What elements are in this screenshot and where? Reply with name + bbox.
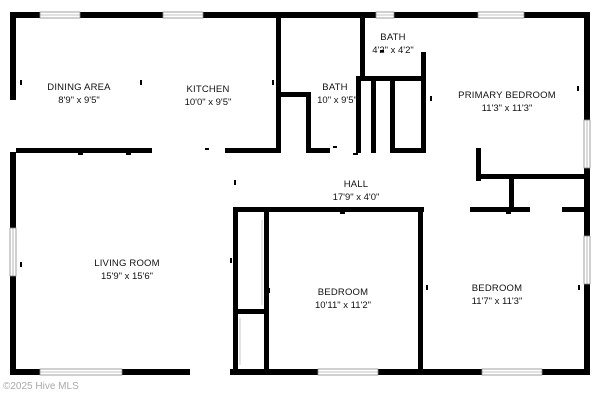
room-bath-primary-name: BATH <box>380 32 405 43</box>
exterior-wall-right <box>584 12 590 375</box>
closet-doors <box>239 220 263 365</box>
wall-primary-closet-west <box>476 148 481 181</box>
room-bath-hall-name: BATH <box>322 82 347 93</box>
room-living: LIVING ROOM 15'9" x 15'6" <box>94 258 160 282</box>
wall-living-north-right <box>225 148 281 153</box>
window-top-bath <box>375 11 395 19</box>
room-bath-hall-dims: 10" x 9'5" <box>317 95 357 106</box>
exterior-walls <box>10 12 590 375</box>
wall-closet-living-mid <box>238 309 264 314</box>
window-right-bedroom <box>583 235 591 285</box>
wall-bedrooms-divider <box>418 207 423 369</box>
room-bath-hall: BATH 10" x 9'5" <box>317 82 357 106</box>
wall-primary-west <box>421 80 426 153</box>
window-top-kitchen <box>162 11 204 19</box>
room-bedroom-center-name: BEDROOM <box>318 287 369 298</box>
room-kitchen: KITCHEN 10'0" x 9'5" <box>185 84 232 108</box>
exterior-wall-left <box>10 12 16 375</box>
wall-hall-south <box>264 207 424 212</box>
wall-bath-notch-drop <box>306 92 311 152</box>
wall-closet-living-west <box>233 210 238 369</box>
room-primary-bedroom-dims: 11'3" x 11'3" <box>482 103 533 114</box>
interior-walls <box>16 18 584 369</box>
wall-bedroom-right-north-left <box>470 207 530 212</box>
room-primary-bedroom-name: PRIMARY BEDROOM <box>458 90 556 101</box>
room-hall: HALL 17'9" x 4'0" <box>333 179 380 203</box>
room-kitchen-name: KITCHEN <box>186 84 229 95</box>
wall-closet-outer <box>371 80 376 153</box>
room-bedroom-right: BEDROOM 11'7" x 11'3" <box>472 283 523 307</box>
wall-bath-small-south <box>356 76 426 81</box>
exterior-openings <box>9 100 230 376</box>
room-hall-dims: 17'9" x 4'0" <box>333 192 380 203</box>
room-living-dims: 15'9" x 15'6" <box>101 271 153 282</box>
wall-bath-small-west <box>360 18 365 78</box>
wall-primary-south <box>476 174 584 179</box>
exterior-wall-bottom <box>10 369 590 375</box>
room-bedroom-center-dims: 10'11" x 11'2" <box>315 300 371 311</box>
windows <box>9 11 591 376</box>
window-bottom-bedroom-center <box>317 368 379 376</box>
wall-closet-inner <box>390 80 395 153</box>
room-bath-primary: BATH 4'2" x 4'2" <box>372 32 414 56</box>
window-bottom-bedroom-right <box>481 368 543 376</box>
room-hall-name: HALL <box>344 179 369 190</box>
room-bedroom-right-dims: 11'7" x 11'3" <box>472 296 523 307</box>
window-top-dining <box>39 11 81 19</box>
room-dining-dims: 8'9" x 9'5" <box>58 95 100 106</box>
room-dining-name: DINING AREA <box>47 82 111 93</box>
room-primary-bedroom: PRIMARY BEDROOM 11'3" x 11'3" <box>458 90 556 114</box>
room-bedroom-center: BEDROOM 10'11" x 11'2" <box>315 287 371 311</box>
wall-bath-east <box>356 78 361 153</box>
room-kitchen-dims: 10'0" x 9'5" <box>185 97 232 108</box>
wall-closet-living-north <box>233 207 269 212</box>
wall-bath-small-east <box>421 52 426 80</box>
room-dining: DINING AREA 8'9" x 9'5" <box>47 82 111 106</box>
wall-bedroom-right-north-right <box>562 207 584 212</box>
wall-bath-south <box>306 148 330 153</box>
wall-living-north-left <box>16 148 152 153</box>
window-left-living <box>9 227 17 277</box>
outlet-marks <box>20 50 580 293</box>
wall-closet-divider <box>509 174 514 212</box>
window-bottom-living <box>39 368 123 376</box>
wall-kitchen-bath <box>276 18 281 153</box>
wall-bath-notch <box>281 92 311 97</box>
exterior-wall-top <box>10 12 590 18</box>
wall-closet-south <box>390 148 426 153</box>
room-living-name: LIVING ROOM <box>94 258 160 269</box>
room-bedroom-right-name: BEDROOM <box>472 283 523 294</box>
wall-bedroom-center-west <box>264 207 269 369</box>
window-right-primary <box>583 119 591 169</box>
room-bath-primary-dims: 4'2" x 4'2" <box>372 45 414 56</box>
window-top-primary <box>477 11 525 19</box>
watermark-text: ©2025 Hive MLS <box>3 381 79 392</box>
